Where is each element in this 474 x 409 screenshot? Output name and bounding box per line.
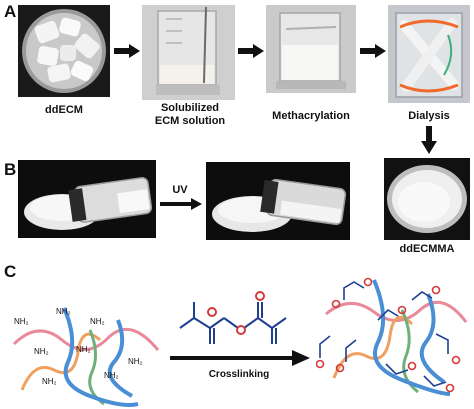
photo-methacrylation-beaker bbox=[266, 5, 356, 93]
caption-methacrylation: Methacrylation bbox=[262, 110, 360, 123]
caption-dialysis: Dialysis bbox=[388, 110, 470, 123]
amine-label-8: NH₂ bbox=[104, 371, 119, 380]
arrow-down-to-product bbox=[421, 126, 437, 154]
anhydride-carbonyl-oxygen-left bbox=[207, 307, 217, 317]
network-oxygen-4 bbox=[335, 363, 345, 373]
photo-solubilized-beaker bbox=[142, 5, 235, 100]
caption-solubilized-line1: Solubilized bbox=[160, 102, 220, 114]
photo-ddecmma-dish bbox=[384, 158, 470, 240]
network-oxygen-8 bbox=[445, 383, 455, 393]
uv-label: UV bbox=[172, 184, 188, 196]
crosslinked-network bbox=[316, 277, 468, 396]
anhydride-carbonyl-oxygen-right bbox=[255, 291, 265, 301]
amine-label-7: NH₂ bbox=[42, 377, 57, 386]
caption-ddecm: ddECM bbox=[18, 104, 110, 117]
photo-vial-after-uv bbox=[206, 162, 350, 240]
arrow-crosslinking bbox=[170, 350, 310, 366]
amine-label-3: NH₂ bbox=[90, 317, 105, 326]
caption-solubilized: Solubilized ECM solution bbox=[138, 102, 242, 128]
amine-label-5: NH₂ bbox=[76, 345, 91, 354]
amine-label-1: NH₂ bbox=[14, 317, 29, 326]
photo-vial-before-uv bbox=[18, 160, 156, 238]
network-oxygen-7 bbox=[407, 361, 417, 371]
panel-a-letter: A bbox=[4, 2, 17, 21]
network-oxygen-2 bbox=[363, 277, 373, 287]
panel-c-letter: C bbox=[4, 262, 17, 281]
methacrylic-anhydride-structure bbox=[179, 291, 287, 344]
network-oxygen-1 bbox=[331, 299, 341, 309]
anhydride-bridge-oxygen bbox=[236, 325, 246, 335]
caption-ddecm-line1: ddECM bbox=[45, 104, 83, 116]
panel-b-letter: B bbox=[4, 160, 17, 179]
ecm-chains-with-amines: NH₂ NH₂ NH₂ NH₂ NH₂ NH₂ NH₂ NH₂ bbox=[12, 307, 160, 407]
photo-ddecm-dish bbox=[18, 5, 110, 97]
caption-solubilized-line2: ECM solution bbox=[154, 115, 226, 127]
network-oxygen-3 bbox=[397, 305, 407, 315]
arrow-step-2 bbox=[238, 44, 264, 58]
crosslinking-label: Crosslinking bbox=[208, 369, 270, 380]
amine-label-2: NH₂ bbox=[56, 307, 71, 316]
caption-ddecmma: ddECMMA bbox=[399, 243, 455, 255]
arrow-uv bbox=[160, 198, 202, 210]
amine-label-6: NH₂ bbox=[128, 357, 143, 366]
network-oxygen-6 bbox=[451, 355, 461, 365]
network-oxygen-5 bbox=[431, 285, 441, 295]
amine-label-4: NH₂ bbox=[34, 347, 49, 356]
caption-methacrylation-line1: Methacrylation bbox=[272, 110, 350, 122]
photo-dialysis-beaker bbox=[388, 5, 470, 103]
arrow-step-3 bbox=[360, 44, 386, 58]
caption-dialysis-line1: Dialysis bbox=[408, 110, 450, 122]
network-oxygen-9 bbox=[316, 359, 325, 369]
arrow-step-1 bbox=[114, 44, 140, 58]
